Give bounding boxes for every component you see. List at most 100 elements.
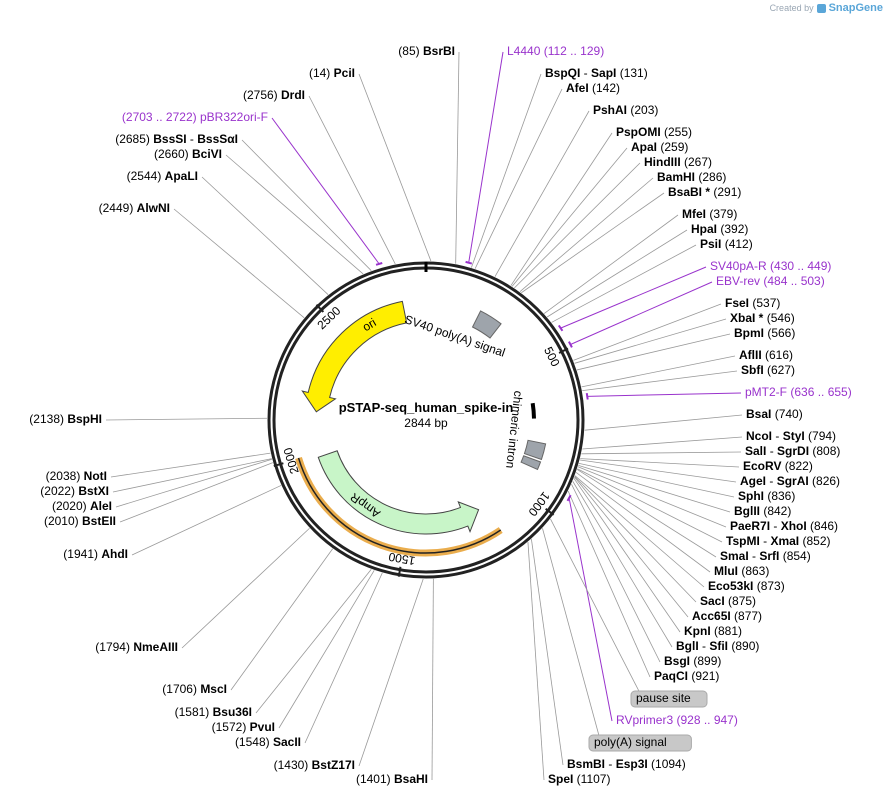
- site-smai: SmaI - SrfI (854): [720, 549, 811, 563]
- tick-1000: [545, 507, 555, 516]
- site-xbai: XbaI * (546): [730, 311, 795, 325]
- leader-sphi: [578, 462, 735, 498]
- site-pvui: (1572) PvuI: [212, 720, 275, 734]
- site-bsai: BsaI (740): [746, 407, 803, 421]
- plasmid-length: 2844 bp: [404, 416, 448, 430]
- leader-nmeaiii: [181, 527, 310, 649]
- snapgene-watermark: Created by SnapGene: [770, 2, 883, 14]
- leader-ncoi: [582, 436, 743, 450]
- site-sbfi: SbfI (627): [741, 363, 795, 377]
- tick-2000: [273, 462, 284, 468]
- watermark-prefix: Created by: [769, 3, 814, 13]
- leader-sacii: [304, 572, 383, 744]
- site-sacii: (1548) SacII: [235, 735, 301, 749]
- leader-drdi: [308, 95, 396, 265]
- leader-msci: [230, 548, 333, 691]
- leader-eco53ki: [574, 475, 705, 588]
- site-drdi: (2756) DrdI: [243, 88, 305, 102]
- leader-ecorv: [580, 458, 740, 468]
- leader-hpai: [546, 229, 688, 318]
- primer-mark-sv40pa-r: [557, 324, 564, 332]
- boxed-label-poly-a-signal: poly(A) signal: [594, 735, 667, 749]
- watermark-brand: SnapGene: [828, 2, 883, 14]
- leader-aflii: [581, 355, 736, 388]
- box-pause-site: [630, 690, 708, 708]
- site-psii: PsiI (412): [700, 237, 753, 251]
- site-pcii: (14) PciI: [309, 66, 355, 80]
- site-ahdi: (1941) AhdI: [63, 547, 128, 561]
- leader-sbfi: [582, 370, 738, 392]
- leader-ahdi: [131, 485, 282, 556]
- primer-pmt2-f: pMT2-F (636 .. 655): [745, 385, 852, 399]
- site-pspomi: PspOMI (255): [616, 125, 692, 139]
- site-bamhi: BamHI (286): [657, 170, 726, 184]
- leader-bsssi: [241, 139, 372, 271]
- site-bsteii: (2010) BstEII: [44, 514, 116, 528]
- tick-1500: [397, 566, 402, 577]
- leader-bamhi: [519, 177, 654, 293]
- site-aflii: AflII (616): [739, 348, 793, 362]
- site-noti: (2038) NotI: [46, 469, 107, 483]
- site-bpmi: BpmI (566): [734, 326, 795, 340]
- primer-leader-pmt2-f: [587, 392, 742, 397]
- site-bsmbi: BsmBI - Esp3I (1094): [567, 757, 686, 771]
- primer-leader-ebv-rev: [570, 281, 713, 345]
- tick-500: [558, 347, 569, 354]
- site-bstz17i: (1430) BstZ17I: [274, 758, 355, 772]
- site-bsssi: (2685) BssSI - BssSαI: [115, 132, 238, 146]
- primer-mark-rvprimer3: [566, 494, 572, 502]
- site-labels: (85) BsrBI(14) PciI(2756) DrdI(2685) Bss…: [29, 44, 851, 786]
- primer-pbr322ori-f: (2703 .. 2722) pBR322ori-F: [122, 110, 268, 124]
- leader-bsteii: [119, 462, 273, 523]
- feature-ampr: [317, 450, 480, 535]
- leader-smai: [576, 469, 717, 558]
- leader-sali: [581, 451, 742, 455]
- leader-alwni: [173, 208, 305, 319]
- primer-mark-pbr322ori-f: [375, 262, 383, 266]
- leader-bsmbi: [530, 538, 564, 766]
- site-fsei: FseI (537): [725, 296, 780, 310]
- leader-pvui: [278, 570, 375, 729]
- primer-sv40pa-r: SV40pA-R (430 .. 449): [710, 259, 831, 273]
- site-bcivi: (2660) BciVI: [154, 147, 222, 161]
- primer-leader-l4440: [468, 51, 504, 263]
- leader-bpmi: [576, 333, 731, 371]
- leader-kpni: [573, 478, 681, 633]
- site-nmeaiii: (1794) NmeAIII: [95, 640, 178, 654]
- leader-afei: [474, 88, 563, 269]
- primer-rvprimer3: RVprimer3 (928 .. 947): [616, 713, 738, 727]
- site-kpni: KpnI (881): [684, 624, 742, 638]
- snapgene-logo-icon: [816, 3, 826, 13]
- box-poly-a-signal: [588, 734, 692, 752]
- site-bsabi: BsaBI * (291): [668, 185, 741, 199]
- leader-bglii: [578, 464, 731, 513]
- site-paer7i: PaeR7I - XhoI (846): [730, 519, 838, 533]
- site-bsahi: (1401) BsaHI: [356, 772, 428, 786]
- leader-bsahi: [431, 578, 434, 781]
- feature-chimeric-intron-1: [520, 455, 542, 471]
- feature-ori-label: ori: [360, 315, 379, 334]
- leader-bspqi: [471, 73, 542, 268]
- feature-sv40-poly-a-signal: [471, 310, 502, 339]
- site-apali: (2544) ApaLI: [127, 169, 198, 183]
- leader-tspmi: [577, 468, 723, 543]
- leader-mfei: [543, 214, 679, 314]
- leader-paqci: [567, 490, 651, 678]
- leader-pause-site: [550, 518, 644, 700]
- leader-bstz17i: [358, 578, 424, 767]
- site-paqci: PaqCI (921): [654, 669, 719, 683]
- site-apai: ApaI (259): [631, 140, 688, 154]
- leader-bcivi: [225, 154, 364, 275]
- terminator-bar: [530, 402, 536, 419]
- primer-leader-rvprimer3: [568, 497, 613, 722]
- leader-bsabi: [521, 192, 665, 294]
- site-bglii: BglII (842): [734, 504, 791, 518]
- site-mlui: MluI (863): [714, 564, 769, 578]
- site-sali: SalI - SgrDI (808): [745, 444, 840, 458]
- feature-ori: [301, 300, 408, 413]
- site-ecorv: EcoRV (822): [743, 459, 813, 473]
- site-acc65i: Acc65I (877): [692, 609, 762, 623]
- leader-pshai: [494, 110, 590, 277]
- tick-label-1000: 1000: [525, 489, 552, 519]
